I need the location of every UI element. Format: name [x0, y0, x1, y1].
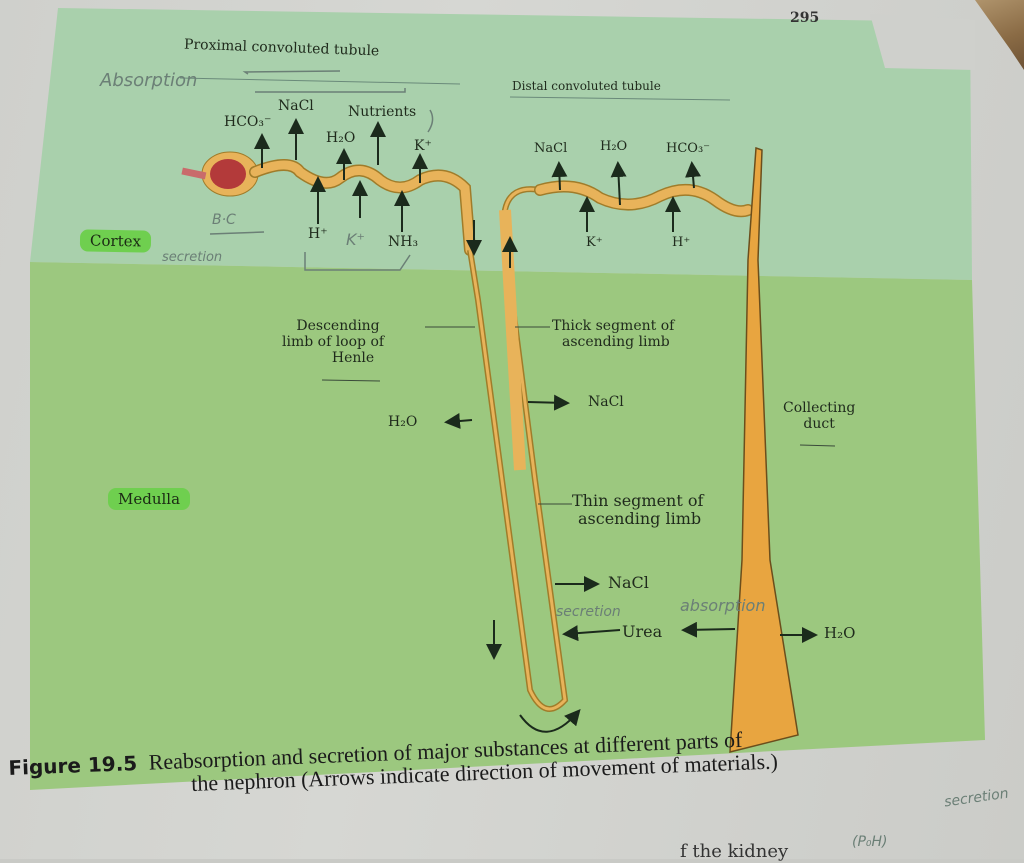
- collecting-h2o: H₂O: [824, 624, 856, 642]
- thin-ascending-label: Thin segment of ascending limb: [572, 491, 704, 529]
- descending-h2o: H₂O: [388, 414, 418, 430]
- note-secretion-mid: secretion: [556, 604, 621, 620]
- pct-absorbed-k: K⁺: [414, 138, 432, 154]
- dct-secreted-h: H⁺: [672, 235, 691, 250]
- cortex-label: Cortex: [79, 229, 152, 253]
- pct-secreted-h: H⁺: [308, 226, 328, 242]
- pct-absorbed-h2o: H₂O: [326, 130, 356, 146]
- label-line: Thick segment of: [552, 318, 675, 334]
- page-number: 295: [790, 10, 820, 26]
- cut-off-text: f the kidney: [680, 841, 789, 862]
- note-poh: (P₀H): [852, 834, 888, 850]
- descending-limb-label: Descending limb of loop of Henle: [282, 318, 384, 367]
- label-line: Henle: [331, 350, 375, 367]
- label-line: Thin segment of: [572, 491, 704, 510]
- note-secretion-left: secretion: [162, 250, 223, 265]
- label-line: ascending limb: [562, 334, 670, 351]
- thick-nacl: NaCl: [588, 394, 624, 410]
- thin-nacl: NaCl: [608, 573, 649, 592]
- pct-secreted-nh3: NH₃: [388, 234, 419, 250]
- medulla-label: Medulla: [108, 488, 191, 510]
- right-panel-step: [870, 14, 975, 70]
- pct-secreted-k: K⁺: [346, 230, 365, 249]
- figure-label: Figure 19.5: [8, 751, 138, 780]
- pct-absorbed-hco3: HCO₃⁻: [224, 114, 272, 130]
- distal-tubule-label: Distal convoluted tubule: [512, 79, 661, 93]
- thick-ascending-label: Thick segment of ascending limb: [552, 318, 674, 350]
- label-line: limb of loop of: [282, 334, 385, 351]
- collecting-duct: [729, 146, 799, 753]
- collecting-duct-label: Collecting duct: [783, 400, 855, 432]
- dct-absorbed-nacl: NaCl: [534, 141, 568, 156]
- urea-label: Urea: [622, 622, 663, 641]
- glomerulus: [181, 151, 259, 197]
- dct-secreted-k: K⁺: [586, 235, 603, 250]
- label-line: ascending limb: [578, 509, 702, 529]
- pct-absorbed-nutrients: Nutrients: [348, 104, 417, 120]
- dct-absorbed-hco3: HCO₃⁻: [666, 141, 711, 156]
- note-absorption-mid: absorption: [680, 596, 766, 615]
- note-bc: B·C: [212, 212, 236, 228]
- label-line: Collecting: [783, 400, 856, 416]
- label-line: duct: [803, 416, 835, 433]
- dct-absorbed-h2o: H₂O: [600, 139, 628, 154]
- pct-absorbed-nacl: NaCl: [278, 98, 314, 114]
- note-absorption-top: Absorption: [100, 70, 198, 91]
- label-line: Descending: [296, 318, 380, 334]
